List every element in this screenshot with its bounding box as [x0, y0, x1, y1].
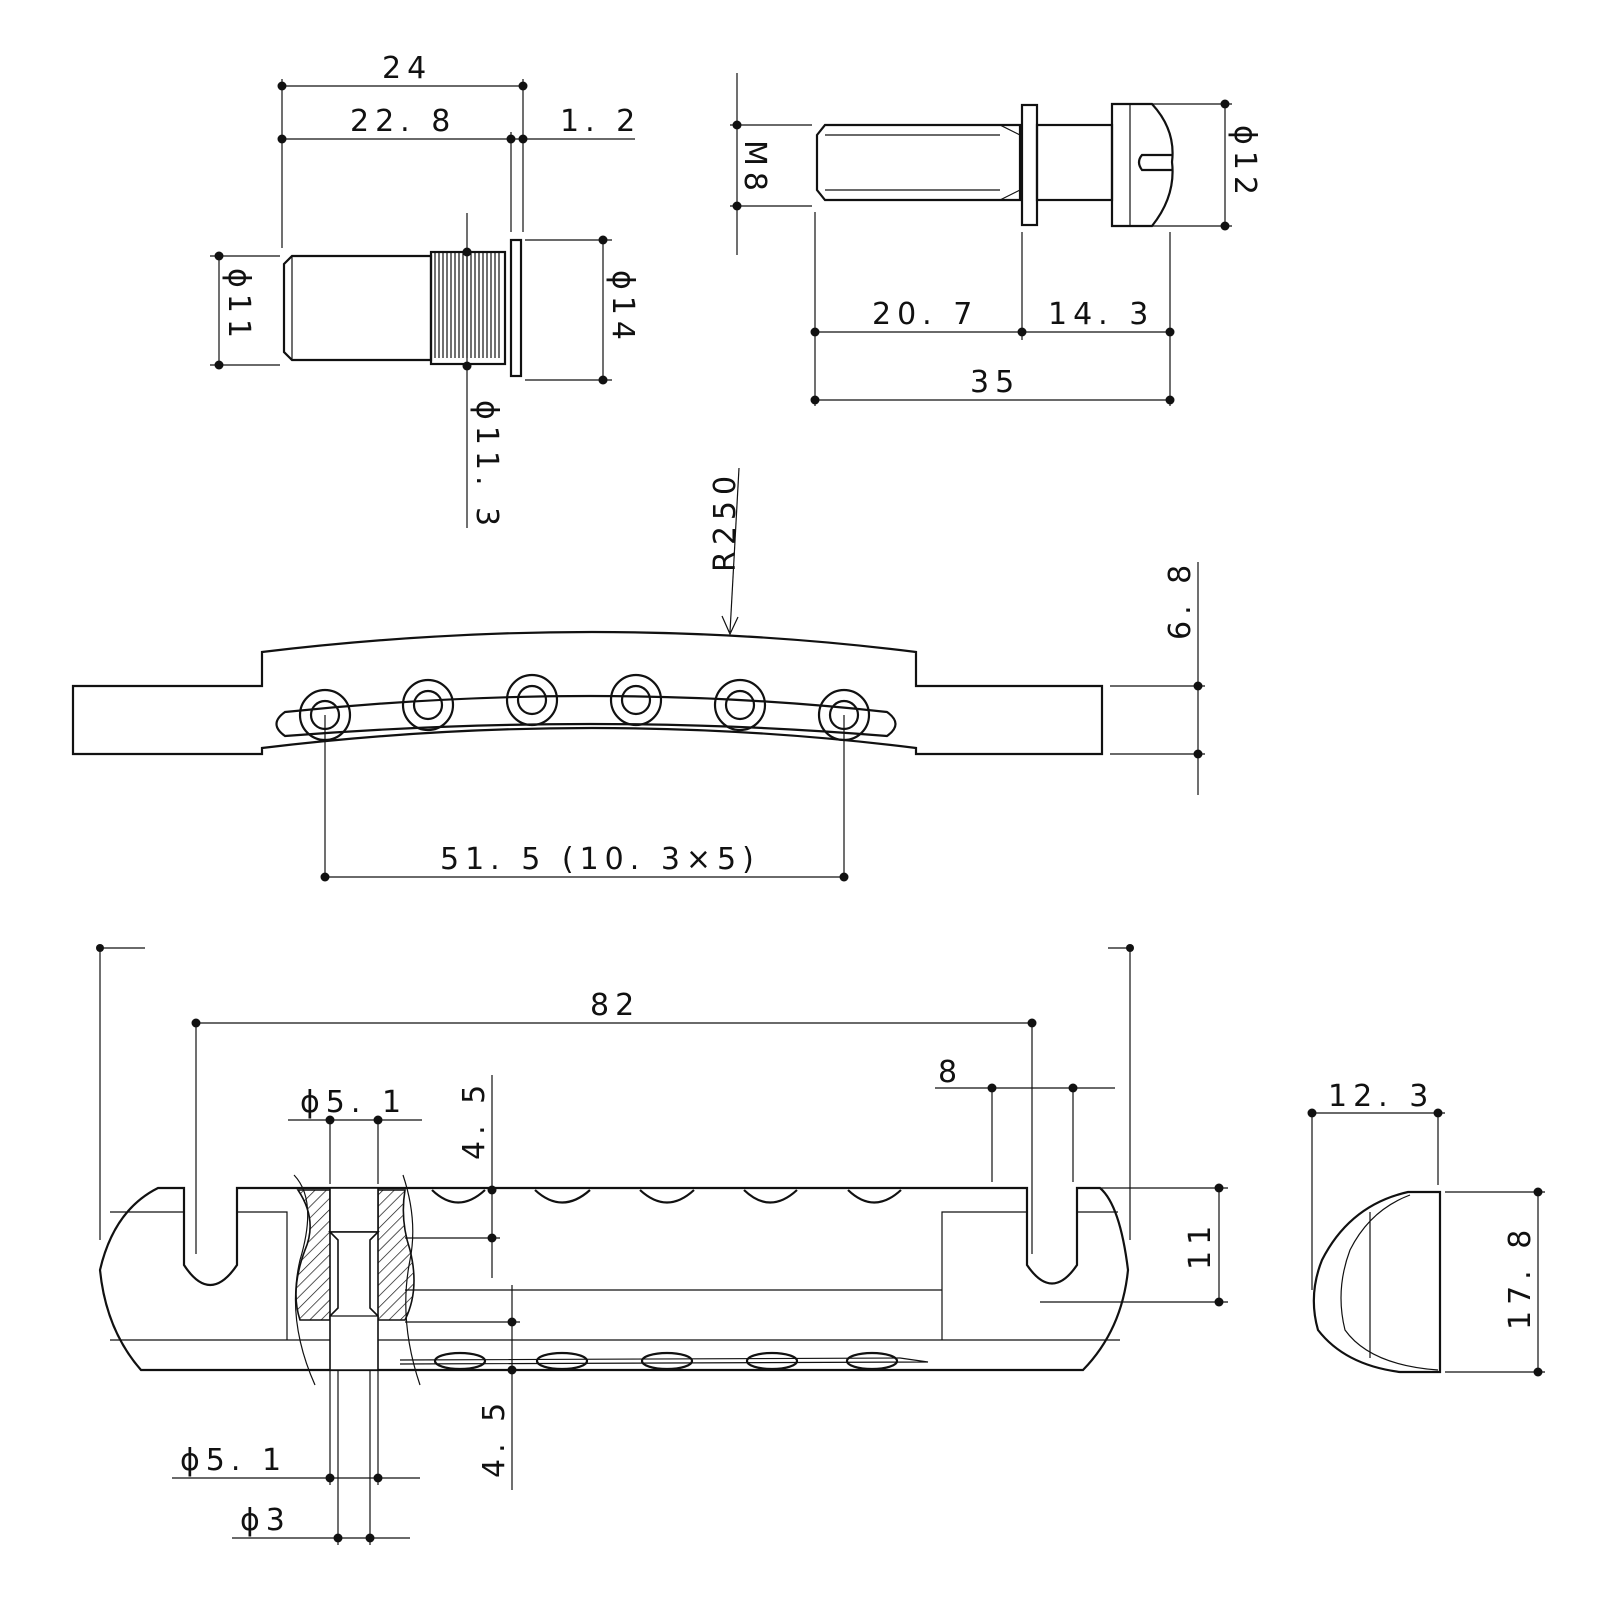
screw-dia-12: ϕ12	[1227, 125, 1262, 201]
hole-dia-5-1-top: ϕ5. 1	[300, 1085, 407, 1120]
stud-flange	[509, 238, 523, 378]
stud-dia-14: ϕ14	[605, 270, 640, 346]
offset-4-5-bottom: 4. 5	[477, 1397, 512, 1478]
screw-head	[1110, 102, 1174, 228]
saddle-slot	[275, 694, 897, 738]
section-cutaway	[293, 1174, 421, 1386]
saddle-3	[505, 673, 559, 727]
side-width-12-3: 12. 3	[1328, 1079, 1434, 1114]
stud-dia-11-3: ϕ11. 3	[469, 400, 504, 532]
bridge-height-6-8: 6. 8	[1163, 559, 1198, 640]
tailpiece-height-11: 11	[1183, 1220, 1218, 1270]
tailpiece-side-profile	[1312, 1190, 1442, 1374]
stud-length-22-8: 22. 8	[350, 104, 456, 139]
screw-shank	[1035, 123, 1114, 202]
screw-slot	[1137, 153, 1172, 172]
bridge-radius-r250: R250	[708, 470, 743, 572]
screw-thread	[815, 123, 1022, 202]
stud-length-24: 24	[382, 51, 432, 86]
saddle-4	[609, 673, 663, 727]
bridge-front-view: R250 6. 8 51. 5 (10. 3×5)	[71, 467, 1205, 882]
screw-view: M8 ϕ12 20. 7 14. 3 35	[730, 73, 1262, 406]
string-slot-top	[431, 1189, 902, 1204]
offset-4-5-top: 4. 5	[457, 1079, 492, 1160]
screw-thread-m8: M8	[737, 140, 772, 197]
tailpiece-body	[98, 1186, 1130, 1372]
hole-dia-3: ϕ3	[240, 1503, 291, 1538]
stud-body	[282, 254, 433, 362]
tailpiece-side-view: 12. 3 17. 8	[1307, 1079, 1545, 1377]
saddle-5	[713, 678, 767, 732]
screw-collar	[1020, 103, 1039, 227]
hole-dia-5-1-bottom: ϕ5. 1	[180, 1443, 287, 1478]
tailpiece-view: 82 8 ϕ5. 1 4. 5 4. 5 11 ϕ5. 1	[96, 944, 1228, 1545]
screw-length-20-7: 20. 7	[872, 297, 978, 332]
side-height-17-8: 17. 8	[1503, 1224, 1538, 1330]
slot-width-8: 8	[938, 1055, 963, 1090]
stud-flange-1-2: 1. 2	[560, 104, 641, 139]
saddle-2	[401, 678, 455, 732]
stud-view: 24 22. 8 1. 2 ϕ11 ϕ11. 3 ϕ14	[210, 51, 641, 532]
bridge-body	[71, 630, 1104, 756]
knurl-lines	[434, 252, 500, 358]
string-slot-bottom	[399, 1351, 929, 1371]
tailpiece-spacing-82: 82	[590, 988, 640, 1023]
screw-length-14-3: 14. 3	[1048, 297, 1154, 332]
stud-knurl	[429, 250, 507, 366]
stud-dia-11: ϕ11	[221, 268, 256, 344]
screw-length-35: 35	[970, 365, 1020, 400]
string-spacing-51-5: 51. 5 (10. 3×5)	[440, 842, 760, 877]
